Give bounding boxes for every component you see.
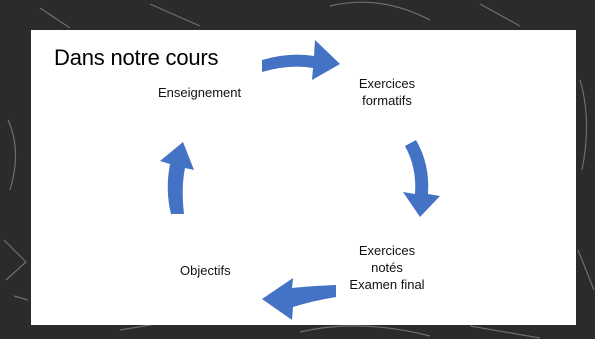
node-formative-line1: Exercices <box>358 76 416 91</box>
arrow-right-icon <box>262 40 340 80</box>
arrow-left-icon <box>262 278 336 320</box>
node-formative-exercises: Exercices formatifs <box>347 75 427 109</box>
node-teaching-label: Enseignement <box>158 85 242 100</box>
node-graded-exercises: Exercices notés Examen final <box>340 242 434 293</box>
node-teaching: Enseignement <box>158 84 241 101</box>
node-objectives: Objectifs <box>180 262 231 279</box>
node-objectives-label: Objectifs <box>180 263 231 278</box>
slide-title: Dans notre cours <box>54 45 219 70</box>
node-graded-line2: notés <box>371 260 403 275</box>
node-graded-line1: Exercices <box>358 243 416 258</box>
arrow-down-icon <box>403 140 440 217</box>
arrow-up-icon <box>160 142 194 214</box>
node-formative-line2: formatifs <box>362 93 412 108</box>
slide-panel <box>31 30 576 325</box>
node-graded-line3: Examen final <box>349 277 425 292</box>
